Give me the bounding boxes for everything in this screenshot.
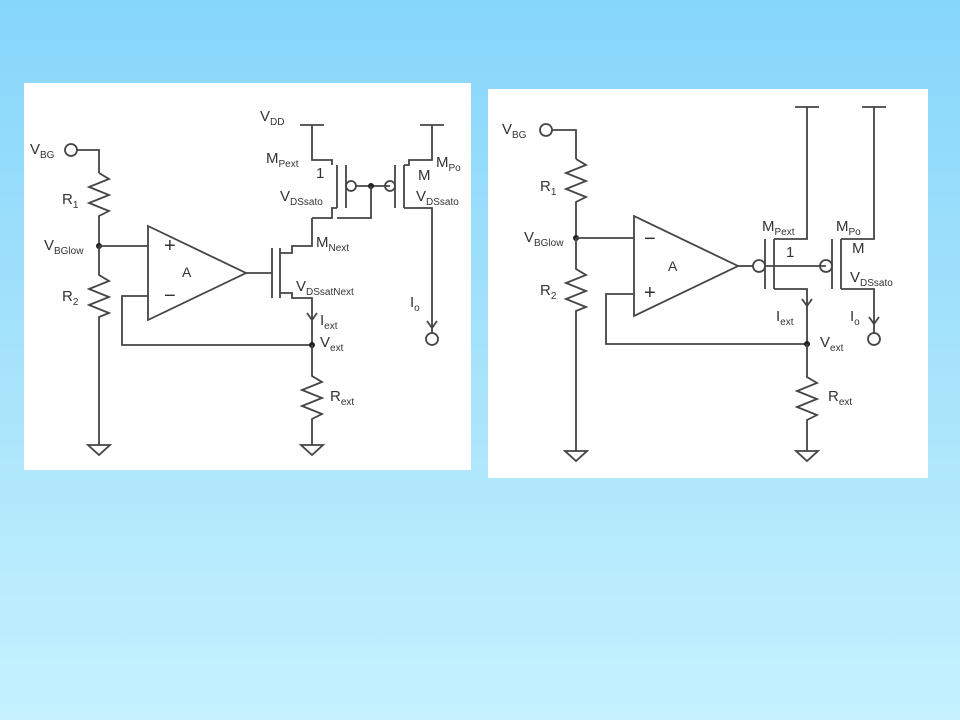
mpext-ratio: 1 bbox=[786, 244, 794, 261]
label-vbglow: VBGlow bbox=[44, 237, 84, 257]
ground-rext bbox=[793, 450, 821, 463]
label-vdssato-left: VDSsato bbox=[280, 188, 323, 208]
label-io: Io bbox=[410, 294, 420, 314]
circuit-diagram-left: VBG R1 VBGlow R2 + − A VDD MPext 1 VDSsa… bbox=[30, 108, 461, 457]
diode-connection bbox=[337, 186, 372, 219]
label-vbglow: VBGlow bbox=[524, 229, 564, 249]
label-iext: Iext bbox=[320, 312, 338, 332]
label-rext: Rext bbox=[330, 388, 354, 408]
circuit-diagram-right: VBG R1 VBGlow R2 − + A MPext 1 MPo M VDS… bbox=[502, 106, 893, 463]
mpext-drain-wire bbox=[774, 288, 808, 344]
mpo-drain-wire bbox=[404, 207, 433, 333]
opamp-minus: − bbox=[164, 285, 176, 307]
ground-r2 bbox=[85, 444, 113, 457]
circuit-panel-left: VBG R1 VBGlow R2 + − A VDD MPext 1 VDSsa… bbox=[24, 83, 471, 470]
vbg-terminal bbox=[64, 143, 78, 157]
opamp-gain: A bbox=[182, 264, 192, 280]
vbg-wire bbox=[552, 129, 577, 159]
label-iext: Iext bbox=[776, 308, 794, 328]
label-vdssato-right: VDSsato bbox=[416, 188, 459, 208]
mpo-source-wire bbox=[841, 107, 875, 240]
label-vdd: VDD bbox=[260, 108, 284, 128]
opamp-gain: A bbox=[668, 258, 678, 274]
ground-rext bbox=[298, 444, 326, 457]
label-rext: Rext bbox=[828, 388, 852, 408]
rext-resistor bbox=[794, 344, 820, 444]
label-r2: R2 bbox=[540, 282, 557, 302]
circuit-panel-right: VBG R1 VBGlow R2 − + A MPext 1 MPo M VDS… bbox=[488, 89, 928, 478]
label-mpext: MPext bbox=[762, 218, 795, 238]
label-vdssatnext: VDSsatNext bbox=[296, 278, 354, 298]
mpext-source-wire bbox=[311, 125, 333, 165]
label-r2: R2 bbox=[62, 288, 79, 308]
mpo-source-wire bbox=[404, 125, 433, 166]
io-arrow bbox=[426, 320, 438, 330]
io-terminal bbox=[425, 332, 439, 346]
feedback-wire bbox=[605, 293, 807, 345]
label-io: Io bbox=[850, 308, 860, 328]
mpext-drain-wire bbox=[312, 207, 337, 219]
rext-resistor bbox=[299, 345, 325, 438]
opamp-minus: − bbox=[644, 228, 656, 250]
mpext-gate-bubble bbox=[752, 259, 766, 273]
label-r1: R1 bbox=[62, 191, 79, 211]
mnext-source bbox=[280, 292, 313, 345]
iext-arrow bbox=[306, 312, 318, 322]
mpo-ratio: M bbox=[418, 167, 431, 184]
mpext-source-wire bbox=[774, 107, 808, 240]
r2-resistor bbox=[563, 238, 589, 444]
mnext-drain bbox=[280, 218, 313, 254]
vbg-wire bbox=[77, 149, 100, 173]
r1-resistor bbox=[563, 158, 589, 238]
opamp-triangle bbox=[633, 214, 741, 318]
label-vext: Vext bbox=[820, 334, 844, 354]
label-vext: Vext bbox=[320, 334, 344, 354]
label-vdssato: VDSsato bbox=[850, 269, 893, 289]
label-vbg: VBG bbox=[30, 141, 55, 161]
io-terminal bbox=[867, 332, 881, 346]
opamp-triangle bbox=[147, 224, 249, 322]
mpo-ratio: M bbox=[852, 240, 865, 257]
vbg-terminal bbox=[539, 123, 553, 137]
ground-r2 bbox=[562, 450, 590, 463]
mpext-ratio: 1 bbox=[316, 165, 324, 182]
mpext-gate-bubble bbox=[345, 180, 357, 192]
io-arrow bbox=[868, 316, 880, 326]
mpo-drain-wire bbox=[841, 288, 875, 333]
label-mpo: MPo bbox=[436, 154, 461, 174]
opamp-plus: + bbox=[644, 282, 656, 304]
label-vbg: VBG bbox=[502, 121, 527, 141]
opamp-plus: + bbox=[164, 235, 176, 257]
iext-arrow bbox=[801, 298, 813, 308]
label-mnext: MNext bbox=[316, 234, 349, 254]
label-r1: R1 bbox=[540, 178, 557, 198]
label-mpo: MPo bbox=[836, 218, 861, 238]
label-mpext: MPext bbox=[266, 150, 299, 170]
r1-resistor bbox=[86, 172, 112, 246]
r2-resistor bbox=[86, 246, 112, 438]
feedback-wire bbox=[121, 295, 312, 346]
